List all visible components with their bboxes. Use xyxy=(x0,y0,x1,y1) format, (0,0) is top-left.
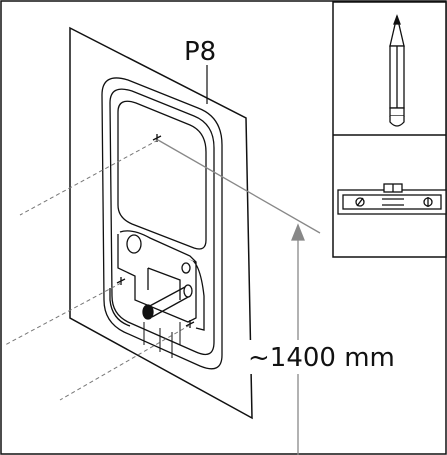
tools-panel xyxy=(332,1,447,258)
plate-ticks xyxy=(143,322,181,358)
pencil-icon xyxy=(389,14,405,127)
part-label: P8 xyxy=(184,37,216,67)
mounting-template-sheet xyxy=(69,26,253,420)
height-label-bg xyxy=(246,340,364,374)
spirit-level-icon xyxy=(337,183,447,215)
height-label: ~1400 mm xyxy=(248,343,395,373)
height-reference-line xyxy=(157,139,321,234)
screw-hole-marks xyxy=(116,134,195,328)
mounting-plate xyxy=(117,230,205,331)
drill-projection-lines xyxy=(4,139,191,401)
mounting-bolt xyxy=(142,284,193,320)
wall-box-outline xyxy=(101,77,223,370)
